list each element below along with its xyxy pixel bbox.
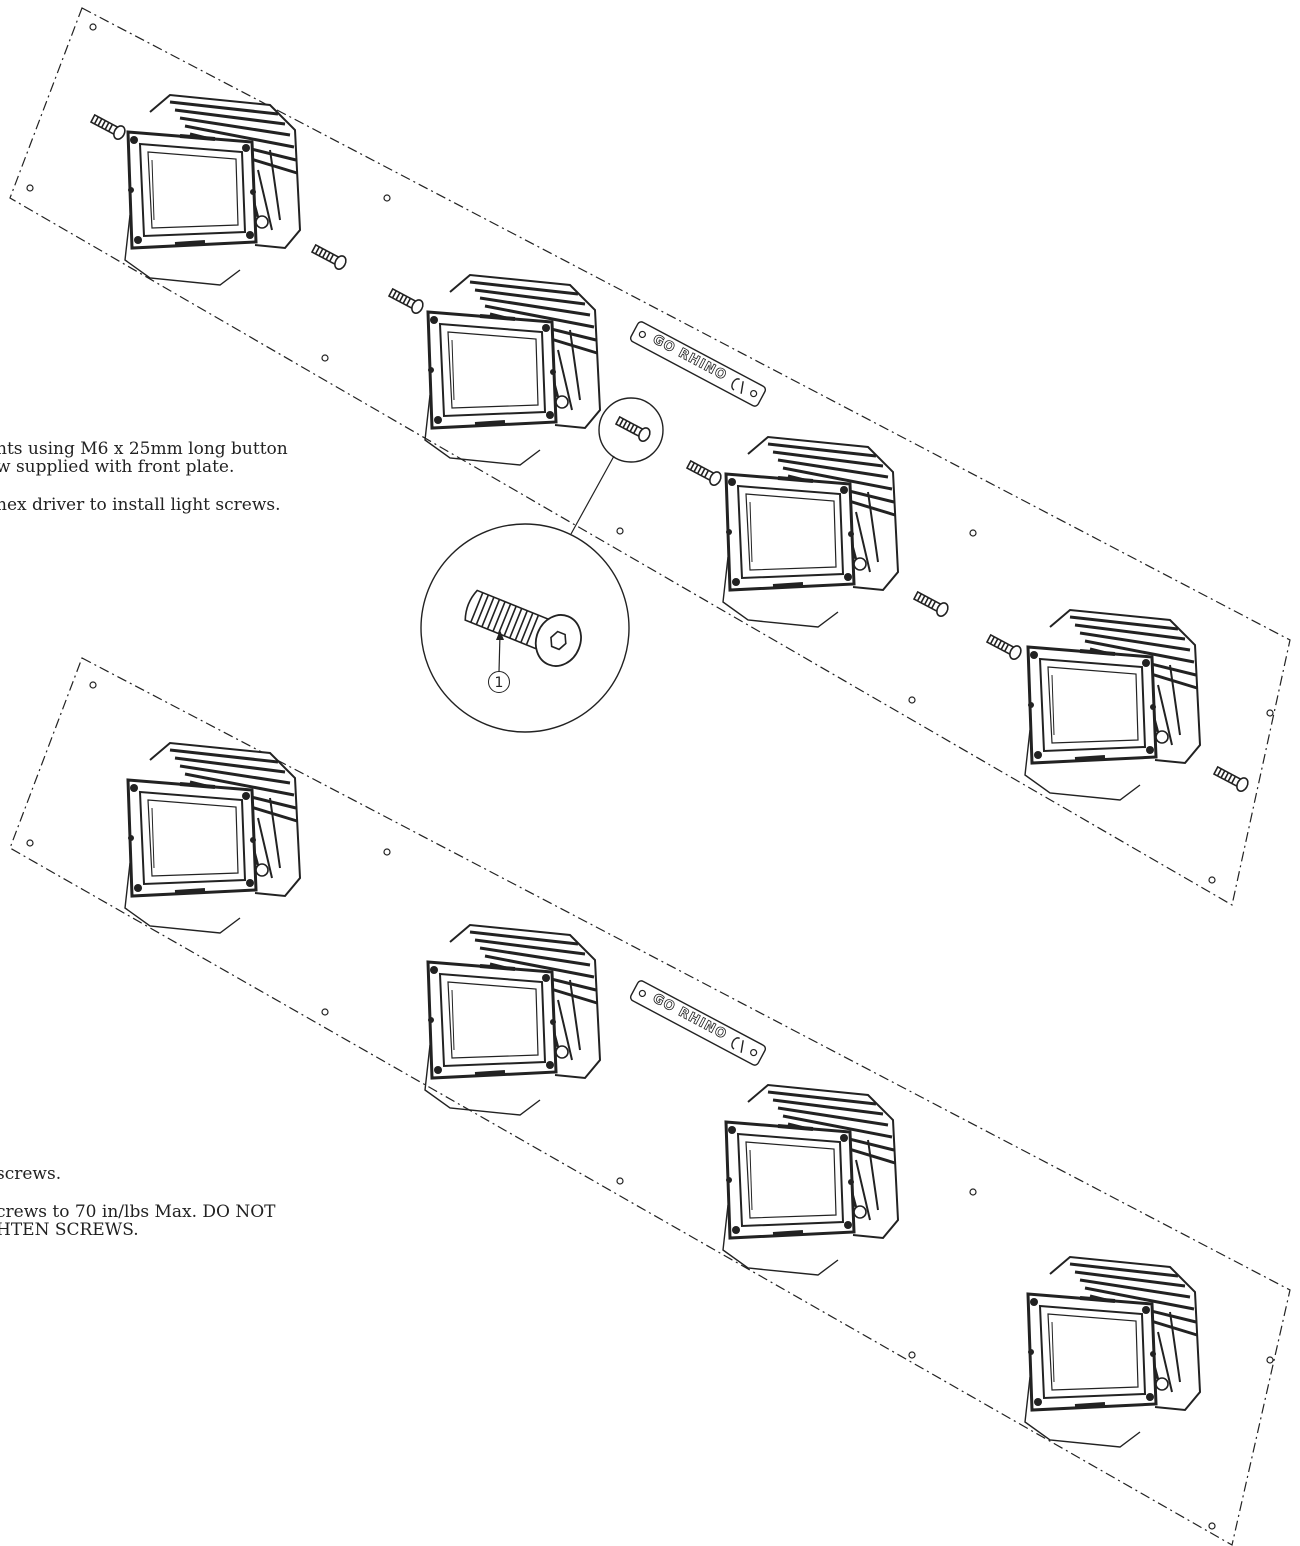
screw-1 bbox=[88, 111, 128, 142]
screw-7 bbox=[984, 631, 1024, 662]
upper-light-2 bbox=[423, 273, 602, 467]
lower-light-2 bbox=[423, 923, 602, 1117]
step3-text: screws. bbox=[0, 1164, 62, 1184]
screw-8 bbox=[1211, 763, 1251, 794]
upper-light-1 bbox=[123, 93, 302, 287]
upper-plate bbox=[9, 7, 1291, 906]
upper-light-4 bbox=[1023, 608, 1202, 802]
lower-light-1 bbox=[123, 741, 302, 935]
step1-text-line1: nts using M6 x 25mm long button bbox=[0, 439, 288, 459]
screw-6 bbox=[911, 588, 951, 619]
lower-plate bbox=[9, 657, 1291, 1546]
screw-3 bbox=[386, 285, 426, 316]
screw-detail-callout bbox=[420, 397, 664, 733]
screw-4 bbox=[613, 413, 653, 444]
lower-light-4 bbox=[1023, 1255, 1202, 1449]
upper-light-3 bbox=[721, 435, 900, 629]
callout-number-label: 1 bbox=[488, 671, 510, 693]
step4-text-line1: crews to 70 in/lbs Max. DO NOT bbox=[0, 1202, 276, 1222]
step4-text-line2: HTEN SCREWS. bbox=[0, 1220, 139, 1240]
step1-text-line2: w supplied with front plate. bbox=[0, 457, 235, 477]
screw-5 bbox=[684, 457, 724, 488]
step2-text: hex driver to install light screws. bbox=[0, 495, 281, 515]
lower-light-3 bbox=[721, 1083, 900, 1277]
screw-2 bbox=[309, 241, 349, 272]
